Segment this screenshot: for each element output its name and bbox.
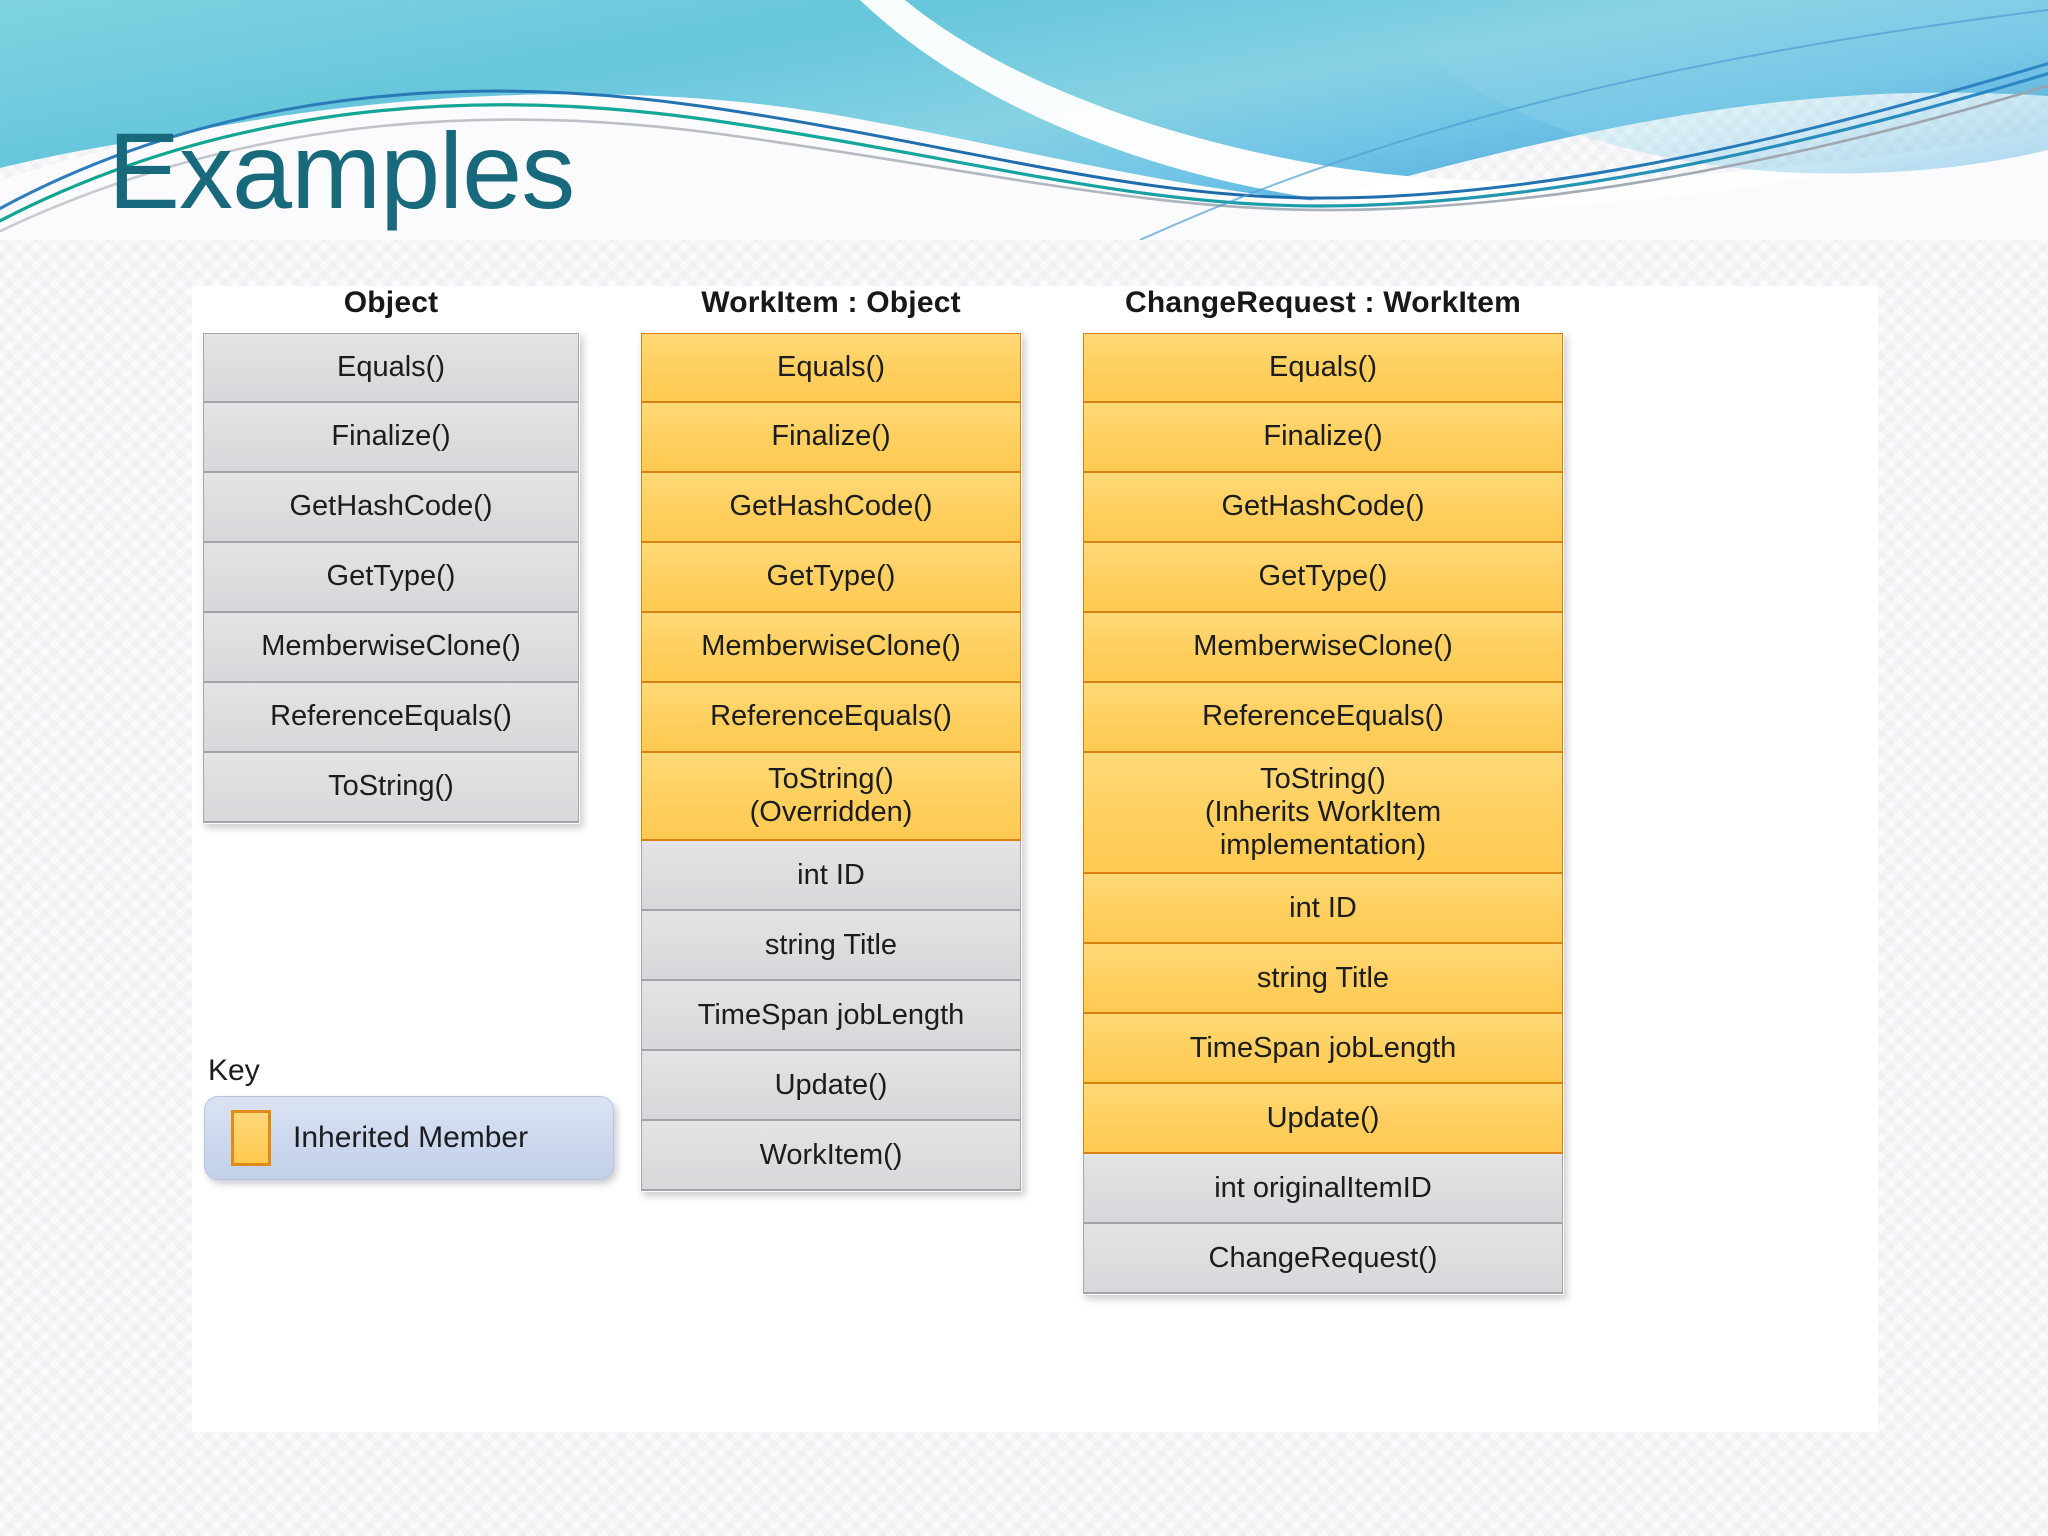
member-row[interactable]: MemberwiseClone() — [203, 613, 579, 683]
member-row[interactable]: Equals() — [1083, 333, 1563, 403]
member-row[interactable]: GetHashCode() — [1083, 473, 1563, 543]
legend-key: Key Inherited Member — [204, 1054, 614, 1180]
member-row[interactable]: Equals() — [641, 333, 1021, 403]
member-row[interactable]: ToString() (Inherits WorkItem implementa… — [1083, 753, 1563, 875]
member-row[interactable]: Update() — [641, 1051, 1021, 1122]
member-row[interactable]: GetHashCode() — [203, 473, 579, 543]
class-column-workitem: WorkItem : Object Equals() Finalize() Ge… — [640, 286, 1022, 1192]
member-row[interactable]: Finalize() — [1083, 403, 1563, 473]
class-title-changerequest: ChangeRequest : WorkItem — [1125, 286, 1521, 319]
member-row[interactable]: Finalize() — [641, 403, 1021, 473]
legend-title: Key — [208, 1054, 260, 1087]
class-column-changerequest: ChangeRequest : WorkItem Equals() Finali… — [1082, 286, 1564, 1295]
member-row[interactable]: GetType() — [203, 543, 579, 613]
class-diagram-panel: Object Equals() Finalize() GetHashCode()… — [192, 286, 1878, 1432]
class-column-object: Object Equals() Finalize() GetHashCode()… — [202, 286, 580, 824]
member-row[interactable]: int ID — [641, 841, 1021, 912]
member-stack-changerequest: Equals() Finalize() GetHashCode() GetTyp… — [1082, 332, 1564, 1295]
member-row[interactable]: GetType() — [641, 543, 1021, 613]
member-stack-workitem: Equals() Finalize() GetHashCode() GetTyp… — [640, 332, 1022, 1192]
member-row[interactable]: ReferenceEquals() — [203, 683, 579, 753]
member-row[interactable]: GetHashCode() — [641, 473, 1021, 543]
member-row[interactable]: string Title — [1083, 944, 1563, 1015]
member-row[interactable]: Finalize() — [203, 403, 579, 473]
member-row[interactable]: TimeSpan jobLength — [1083, 1014, 1563, 1085]
member-row[interactable]: int originalItemID — [1083, 1154, 1563, 1225]
member-row[interactable]: GetType() — [1083, 543, 1563, 613]
member-row[interactable]: ReferenceEquals() — [1083, 683, 1563, 753]
class-title-object: Object — [343, 286, 439, 319]
member-row[interactable]: Equals() — [203, 333, 579, 403]
member-row[interactable]: MemberwiseClone() — [1083, 613, 1563, 683]
member-row[interactable]: WorkItem() — [641, 1121, 1021, 1192]
page-title: Examples — [108, 110, 575, 231]
color-swatch-icon — [231, 1110, 271, 1166]
member-row[interactable]: Update() — [1083, 1084, 1563, 1155]
legend-entry-inherited-member[interactable]: Inherited Member — [204, 1096, 614, 1180]
member-row[interactable]: TimeSpan jobLength — [641, 981, 1021, 1052]
member-row[interactable]: int ID — [1083, 874, 1563, 945]
member-row[interactable]: ToString() (Overridden) — [641, 753, 1021, 842]
member-row[interactable]: ChangeRequest() — [1083, 1224, 1563, 1295]
legend-entry-label: Inherited Member — [293, 1121, 529, 1154]
member-row[interactable]: ToString() — [203, 753, 579, 823]
class-title-workitem: WorkItem : Object — [701, 286, 961, 319]
member-row[interactable]: MemberwiseClone() — [641, 613, 1021, 683]
member-row[interactable]: string Title — [641, 911, 1021, 982]
member-stack-object: Equals() Finalize() GetHashCode() GetTyp… — [202, 332, 580, 824]
member-row[interactable]: ReferenceEquals() — [641, 683, 1021, 753]
